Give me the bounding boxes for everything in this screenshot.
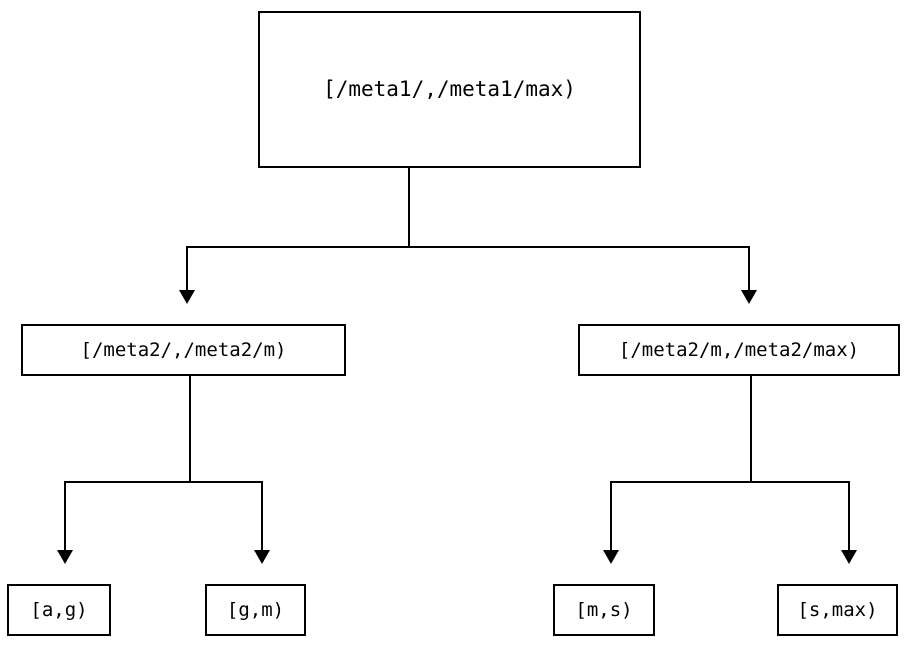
edge-l1-left-crossbar: [64, 481, 263, 483]
arrowhead-l1-left-to-gm: [254, 550, 270, 564]
edge-l1-right-stem: [750, 376, 752, 482]
edge-l1-right-to-ms-drop: [610, 481, 612, 550]
tree-node-meta2-high[interactable]: [/meta2/m,/meta2/max): [578, 324, 900, 376]
edge-root-crossbar: [186, 246, 750, 248]
edge-root-to-l1-left-drop: [186, 246, 188, 290]
tree-node-leaf-ms[interactable]: [m,s): [553, 584, 655, 636]
arrowhead-l1-right-to-smax: [841, 550, 857, 564]
tree-node-root[interactable]: [/meta1/,/meta1/max): [258, 11, 641, 168]
edge-l1-right-crossbar: [610, 481, 850, 483]
tree-node-leaf-smax[interactable]: [s,max): [777, 584, 898, 636]
arrowhead-root-to-l1-right: [741, 290, 757, 304]
tree-node-meta2-high-label: [/meta2/m,/meta2/max): [618, 338, 860, 361]
edge-root-to-l1-right-drop: [748, 246, 750, 290]
tree-node-meta2-low[interactable]: [/meta2/,/meta2/m): [21, 324, 346, 376]
tree-node-leaf-ag-label: [a,g): [30, 598, 88, 621]
arrowhead-root-to-l1-left: [179, 290, 195, 304]
tree-node-root-label: [/meta1/,/meta1/max): [323, 77, 576, 101]
tree-node-leaf-ms-label: [m,s): [575, 598, 633, 621]
arrowhead-l1-left-to-ag: [57, 550, 73, 564]
arrowhead-l1-right-to-ms: [603, 550, 619, 564]
tree-node-leaf-gm-label: [g,m): [226, 598, 285, 621]
edge-l1-right-to-smax-drop: [848, 481, 850, 550]
tree-node-leaf-gm[interactable]: [g,m): [205, 584, 306, 636]
tree-node-leaf-smax-label: [s,max): [797, 598, 878, 621]
edge-l1-left-to-gm-drop: [261, 481, 263, 550]
tree-node-meta2-low-label: [/meta2/,/meta2/m): [80, 338, 287, 361]
edge-root-stem: [408, 168, 410, 247]
edge-l1-left-to-ag-drop: [64, 481, 66, 550]
tree-node-leaf-ag[interactable]: [a,g): [7, 584, 111, 636]
edge-l1-left-stem: [189, 376, 191, 482]
